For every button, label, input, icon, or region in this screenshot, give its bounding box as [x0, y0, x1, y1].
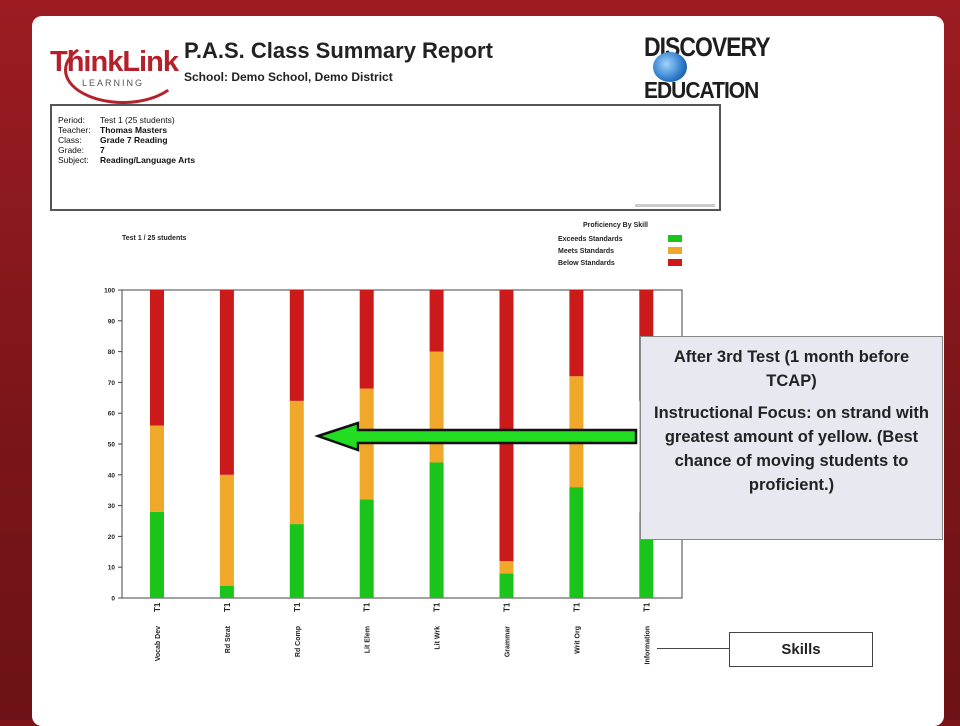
category-label: Information [644, 626, 651, 665]
category-label: Rd Strat [225, 625, 232, 653]
y-tick-label: 50 [108, 442, 116, 449]
focus-arrow [314, 421, 638, 452]
thinklink-logo: ThinkLink [50, 46, 179, 78]
category-label: Lit Elem [365, 626, 372, 653]
callout-heading: After 3rd Test (1 month before TCAP) [673, 348, 910, 390]
info-row-class: Class:Grade 7 Reading [58, 135, 168, 145]
y-tick-label: 70 [108, 380, 116, 387]
bar-segment-below [289, 290, 304, 401]
legend-title: Proficiency By Skill [583, 222, 648, 229]
bar-segment-exceeds [429, 462, 444, 598]
y-tick-label: 30 [108, 503, 116, 510]
bar-label: T1 [153, 602, 162, 612]
footer-fine-print [635, 204, 715, 207]
legend-label-exceeds: Exceeds Standards [558, 236, 623, 243]
category-label: Lit Wrk [435, 626, 442, 650]
thinklink-logo-swoosh [64, 36, 182, 104]
chart-test-label: Test 1 / 25 students [122, 235, 187, 242]
bar-label: T1 [572, 602, 581, 612]
bar-segment-below [359, 290, 374, 389]
bar-label: T1 [363, 602, 372, 612]
bar-segment-exceeds [569, 487, 584, 598]
discovery-logo-bottom: EDUCATION [644, 78, 759, 104]
info-row-subject: Subject:Reading/Language Arts [58, 155, 196, 165]
bar-label: T1 [433, 602, 442, 612]
bar-segment-below [219, 290, 234, 475]
bar-segment-meets [429, 351, 444, 463]
bar-segment-exceeds [150, 511, 164, 598]
skills-label-box: Skills [729, 632, 873, 667]
bar-segment-exceeds [359, 499, 374, 598]
bar-segment-exceeds [289, 524, 304, 598]
bar-segment-meets [499, 561, 514, 574]
bar-segment-below [569, 290, 584, 377]
y-tick-label: 0 [111, 596, 115, 603]
y-tick-label: 10 [108, 565, 116, 572]
y-tick-label: 90 [108, 318, 116, 325]
bar-segment-below [499, 290, 514, 562]
class-info-box: Period:Test 1 (25 students) Teacher:Thom… [50, 104, 721, 211]
info-row-teacher: Teacher:Thomas Masters [58, 125, 168, 135]
legend-label-meets: Meets Standards [558, 248, 615, 255]
category-label: Writ Org [574, 626, 581, 654]
report-title: P.A.S. Class Summary Report [184, 38, 493, 63]
info-row-grade: Grade:7 [58, 145, 105, 155]
bar-segment-below [429, 290, 444, 352]
bar-segment-exceeds [499, 573, 514, 598]
y-tick-label: 40 [108, 472, 116, 479]
bar-label: T1 [503, 602, 512, 612]
bar-segment-meets [219, 474, 234, 586]
y-tick-label: 100 [104, 288, 115, 295]
skills-pointer-line [657, 648, 729, 649]
thinklink-logo-subtext: LEARNING [82, 78, 145, 88]
legend-swatch-meets [668, 247, 682, 254]
y-tick-label: 20 [108, 534, 116, 541]
info-row-period: Period:Test 1 (25 students) [58, 115, 175, 125]
bar-segment-meets [150, 425, 164, 512]
globe-icon [653, 52, 687, 82]
bar-segment-below [150, 290, 164, 426]
callout-box: After 3rd Test (1 month before TCAP) Ins… [640, 336, 943, 540]
bar-label: T1 [293, 602, 302, 612]
category-label: Rd Comp [295, 626, 302, 657]
callout-body: Instructional Focus: on strand with grea… [653, 404, 929, 494]
bar-segment-exceeds [219, 585, 234, 598]
y-tick-label: 80 [108, 349, 116, 356]
bar-label: T1 [223, 602, 232, 612]
legend-label-below: Below Standards [558, 260, 615, 267]
category-label: Grammar [505, 626, 512, 657]
bar-segment-meets [289, 400, 304, 525]
school-line: School: Demo School, Demo District [184, 70, 393, 84]
legend-swatch-exceeds [668, 235, 682, 242]
y-tick-label: 60 [108, 411, 116, 418]
legend-swatch-below [668, 259, 682, 266]
bar-label: T1 [642, 602, 651, 612]
category-label: Vocab Dev [155, 626, 162, 661]
